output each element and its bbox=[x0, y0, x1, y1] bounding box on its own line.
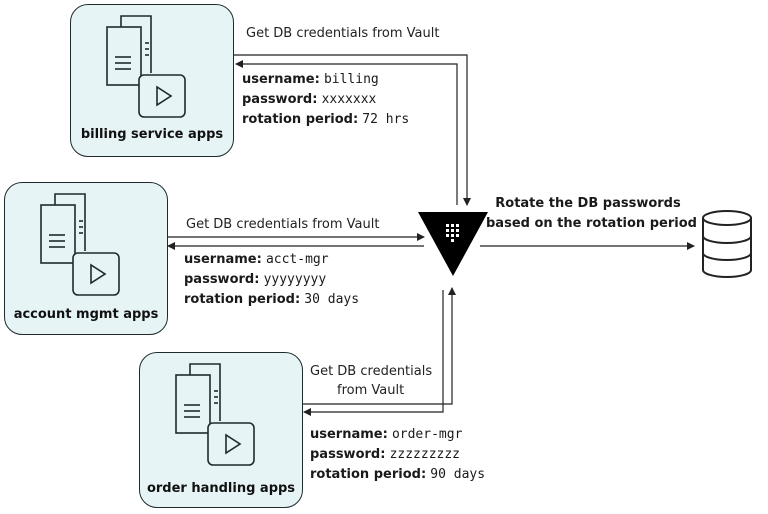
username-value: order-mgr bbox=[391, 427, 463, 442]
username-value: acct-mgr bbox=[265, 252, 329, 267]
account-flow-label: Get DB credentials from Vault bbox=[186, 217, 380, 232]
rotation-value: 72 hrs bbox=[362, 112, 410, 127]
rotation-key: rotation period: bbox=[310, 467, 427, 482]
username-value: billing bbox=[323, 72, 379, 87]
app-icon bbox=[175, 363, 255, 466]
account-mgmt-apps-box: account mgmt apps bbox=[4, 182, 168, 335]
username-key: username: bbox=[310, 427, 388, 442]
vault-triangle-icon bbox=[418, 212, 488, 276]
password-key: password: bbox=[184, 272, 260, 287]
rotation-key: rotation period: bbox=[242, 112, 359, 127]
app-label: account mgmt apps bbox=[13, 307, 159, 322]
app-label: billing service apps bbox=[80, 127, 224, 142]
order-credentials: username: order-mgr password: zzzzzzzzz … bbox=[310, 425, 485, 485]
rotation-key: rotation period: bbox=[184, 292, 301, 307]
username-key: username: bbox=[242, 72, 320, 87]
vault-to-billing-line bbox=[235, 60, 458, 205]
billing-service-apps-box: billing service apps bbox=[70, 4, 234, 157]
account-credentials: username: acct-mgr password: yyyyyyyy ro… bbox=[184, 250, 359, 310]
billing-to-vault-line bbox=[234, 54, 471, 206]
rotate-label-line2: based on the rotation period bbox=[486, 216, 697, 231]
order-flow-label-line2: from Vault bbox=[337, 383, 405, 398]
order-flow-label-line1: Get DB credentials bbox=[310, 364, 433, 379]
password-value: zzzzzzzzz bbox=[389, 447, 461, 462]
order-handling-apps-box: order handling apps bbox=[139, 352, 303, 508]
rotation-value: 30 days bbox=[304, 292, 360, 307]
password-key: password: bbox=[310, 447, 386, 462]
password-key: password: bbox=[242, 92, 318, 107]
vault-to-order-line bbox=[303, 290, 444, 416]
billing-credentials: username: billing password: xxxxxxx rota… bbox=[242, 70, 409, 130]
app-icon bbox=[40, 193, 120, 296]
database-icon bbox=[702, 210, 752, 278]
billing-flow-label: Get DB credentials from Vault bbox=[246, 26, 440, 41]
rotate-passwords-label: Rotate the DB passwords based on the rot… bbox=[486, 194, 697, 234]
order-to-vault-line bbox=[302, 287, 456, 405]
password-value: xxxxxxx bbox=[321, 92, 377, 107]
rotate-label-line1: Rotate the DB passwords bbox=[495, 196, 681, 211]
app-icon bbox=[106, 15, 186, 118]
username-key: username: bbox=[184, 252, 262, 267]
rotation-value: 90 days bbox=[430, 467, 486, 482]
app-label: order handling apps bbox=[146, 481, 296, 496]
password-value: yyyyyyyy bbox=[263, 272, 327, 287]
